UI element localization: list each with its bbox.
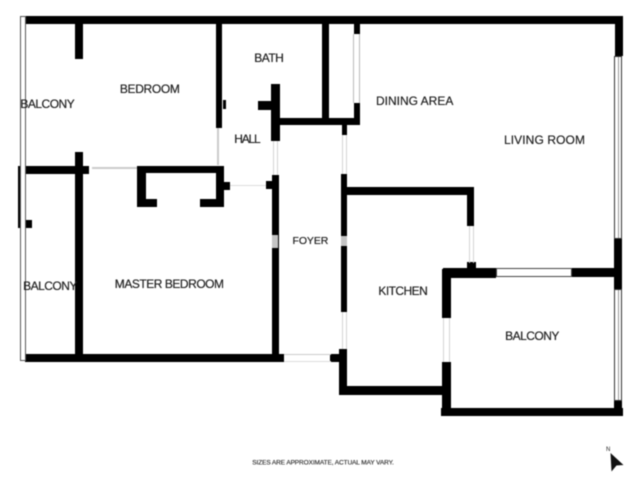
svg-text:N: N bbox=[606, 447, 610, 453]
